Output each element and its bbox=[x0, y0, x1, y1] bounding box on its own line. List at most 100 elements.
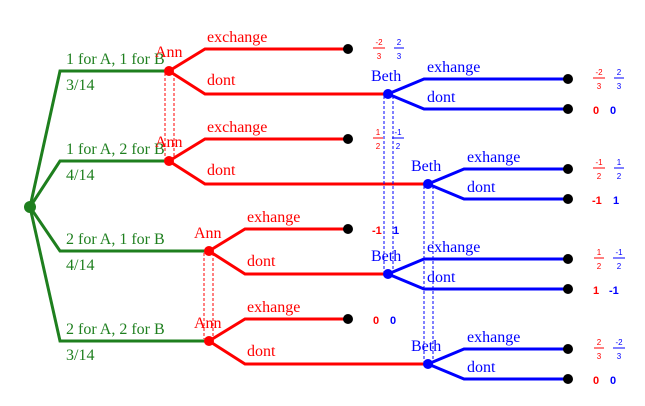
beth-node-label: Beth bbox=[411, 338, 441, 355]
ann-dont-edge-4 bbox=[208, 339, 428, 366]
ann-dont-edge-1 bbox=[168, 69, 388, 96]
beth-dont-label: dont bbox=[467, 179, 496, 196]
ann-payoff: -1 bbox=[372, 225, 382, 237]
terminal-node bbox=[563, 104, 573, 114]
ann-dont-edge-3 bbox=[208, 249, 388, 276]
deal-label: 2 for A, 1 for B bbox=[66, 231, 165, 248]
ann-exchange-label: exchange bbox=[207, 119, 267, 136]
ann-payoff: 0 bbox=[593, 375, 599, 387]
ann-payoff-numerator: 2 bbox=[597, 338, 602, 347]
beth-node-1 bbox=[383, 89, 393, 99]
beth-exchange-label: exhange bbox=[427, 59, 480, 76]
ann-node-label: Ann bbox=[194, 225, 222, 242]
beth-node-label: Beth bbox=[371, 68, 401, 85]
beth-payoff-denominator: 2 bbox=[617, 262, 622, 271]
beth-dont-edge-1 bbox=[387, 92, 568, 111]
terminal-node bbox=[563, 194, 573, 204]
ann-payoff-denominator: 3 bbox=[597, 82, 602, 91]
beth-exchange-edge-1 bbox=[387, 77, 568, 96]
edge-branch-3 bbox=[28, 206, 209, 253]
beth-payoff: -1 bbox=[609, 285, 619, 297]
beth-payoff-denominator: 2 bbox=[617, 172, 622, 181]
beth-payoff: 1 bbox=[613, 195, 619, 207]
terminal-node bbox=[563, 164, 573, 174]
beth-nodes bbox=[383, 89, 433, 369]
ann-exchange-edge-2 bbox=[168, 137, 348, 163]
ann-node-4 bbox=[204, 336, 214, 346]
beth-dont-edge-3 bbox=[387, 272, 568, 291]
ann-payoff-denominator: 2 bbox=[376, 142, 381, 151]
ann-payoff-denominator: 3 bbox=[377, 52, 382, 61]
ann-information-sets bbox=[164, 73, 214, 339]
ann-exchange-edge-3 bbox=[208, 227, 348, 253]
payoff-ann-exchange-3: -1 1 bbox=[372, 225, 399, 237]
terminal-node bbox=[343, 44, 353, 54]
beth-node-4 bbox=[423, 359, 433, 369]
ann-exchange-label: exhange bbox=[247, 209, 300, 226]
beth-exchange-edge-4 bbox=[427, 347, 568, 366]
probability-label: 3/14 bbox=[66, 347, 94, 364]
beth-payoff-numerator: 1 bbox=[617, 158, 622, 167]
ann-payoff-numerator: -2 bbox=[375, 38, 383, 47]
payoff-beth-exchange-2: -1 2 1 2 bbox=[593, 158, 624, 181]
beth-payoff: 0 bbox=[610, 375, 616, 387]
ann-edges bbox=[168, 47, 428, 366]
ann-payoff: -1 bbox=[592, 195, 602, 207]
beth-exchange-label: exhange bbox=[467, 329, 520, 346]
beth-exchange-label: exhange bbox=[427, 239, 480, 256]
root-node bbox=[24, 201, 36, 213]
beth-payoff-numerator: 2 bbox=[617, 68, 622, 77]
terminal-node bbox=[563, 284, 573, 294]
ann-payoff-numerator: -1 bbox=[595, 158, 603, 167]
payoff-beth-exchange-1: -2 3 2 3 bbox=[593, 68, 624, 91]
terminal-node bbox=[343, 134, 353, 144]
beth-payoff-numerator: -1 bbox=[394, 128, 402, 137]
terminal-nodes bbox=[343, 44, 573, 384]
ann-payoff-numerator: 1 bbox=[376, 128, 381, 137]
payoff-ann-exchange-4: 0 0 bbox=[373, 315, 396, 327]
ann-payoff: 1 bbox=[593, 285, 599, 297]
ann-dont-label: dont bbox=[247, 253, 276, 270]
beth-payoff-denominator: 2 bbox=[396, 142, 401, 151]
payoff-ann-exchange-1: -2 3 2 3 bbox=[373, 38, 404, 61]
ann-payoff-denominator: 2 bbox=[597, 262, 602, 271]
edge-branch-1 bbox=[28, 69, 169, 208]
beth-payoff-numerator: 2 bbox=[397, 38, 402, 47]
ann-payoff-denominator: 2 bbox=[597, 172, 602, 181]
nature-edges bbox=[28, 69, 209, 343]
ann-dont-label: dont bbox=[207, 162, 236, 179]
payoff-beth-dont-1: 0 0 bbox=[593, 105, 616, 117]
ann-payoff: 0 bbox=[373, 315, 379, 327]
beth-payoff-denominator: 3 bbox=[617, 82, 622, 91]
payoff-beth-dont-3: 1 -1 bbox=[593, 285, 619, 297]
beth-exchange-edge-3 bbox=[387, 257, 568, 276]
ann-dont-label: dont bbox=[247, 343, 276, 360]
payoff-ann-exchange-2: 1 2 -1 2 bbox=[373, 128, 404, 151]
ann-exchange-label: exhange bbox=[247, 299, 300, 316]
ann-node-1 bbox=[164, 66, 174, 76]
deal-label: 2 for A, 2 for B bbox=[66, 321, 165, 338]
probability-label: 3/14 bbox=[66, 77, 94, 94]
beth-payoff: 0 bbox=[390, 315, 396, 327]
terminal-node bbox=[343, 224, 353, 234]
beth-payoff: 1 bbox=[393, 225, 399, 237]
ann-exchange-edge-4 bbox=[208, 317, 348, 343]
ann-payoff: 0 bbox=[593, 105, 599, 117]
edge-branch-4 bbox=[28, 206, 209, 343]
ann-exchange-label: exchange bbox=[207, 29, 267, 46]
edge-branch-2 bbox=[28, 159, 169, 208]
beth-exchange-label: exhange bbox=[467, 149, 520, 166]
ann-dont-edge-2 bbox=[168, 159, 428, 186]
terminal-node bbox=[563, 74, 573, 84]
beth-payoff-denominator: 3 bbox=[617, 352, 622, 361]
ann-dont-label: dont bbox=[207, 72, 236, 89]
beth-dont-label: dont bbox=[467, 359, 496, 376]
beth-information-sets bbox=[383, 96, 434, 362]
payoff-beth-dont-4: 0 0 bbox=[593, 375, 616, 387]
ann-payoff-numerator: -2 bbox=[595, 68, 603, 77]
ann-nodes bbox=[164, 66, 214, 346]
ann-node-3 bbox=[204, 246, 214, 256]
ann-payoff-denominator: 3 bbox=[597, 352, 602, 361]
ann-node-label: Ann bbox=[155, 134, 183, 151]
